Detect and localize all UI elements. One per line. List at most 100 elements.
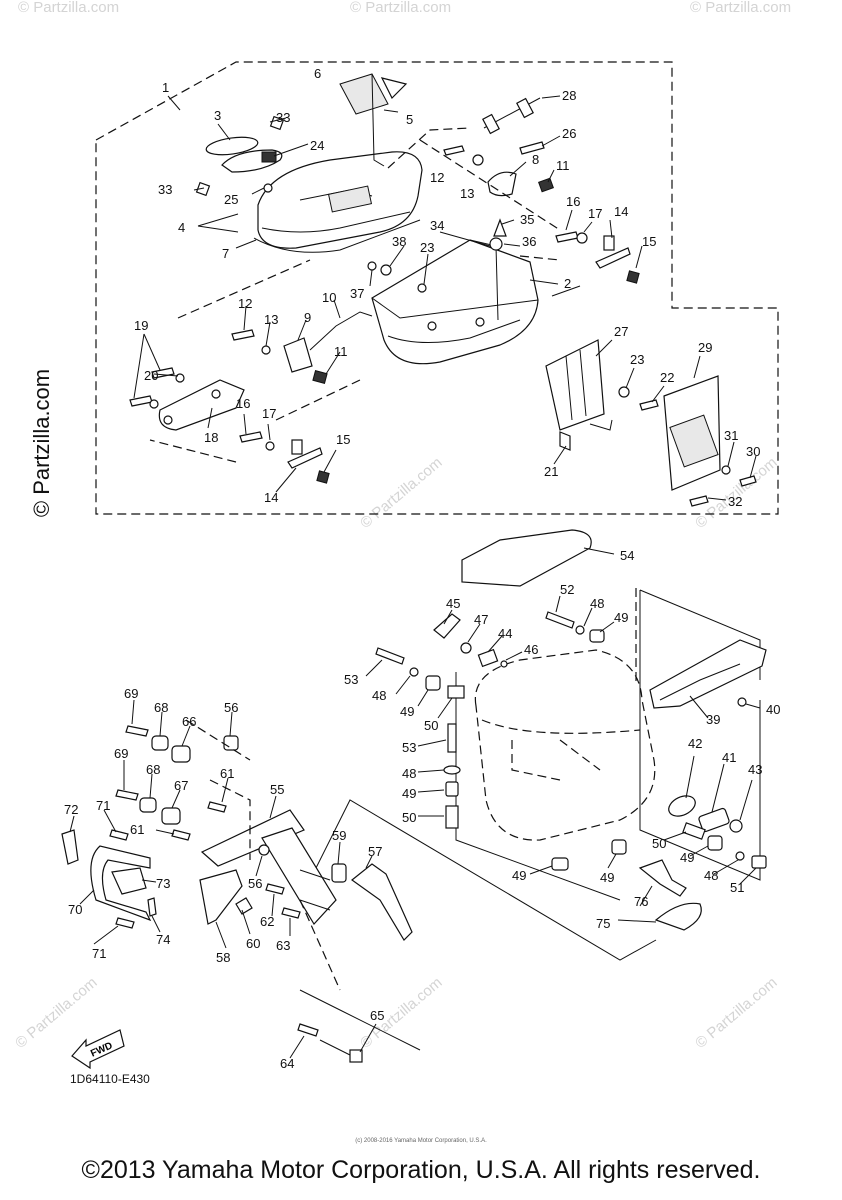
collar	[445, 781, 459, 797]
washer	[409, 667, 419, 677]
stay-tab	[291, 439, 303, 455]
bolt	[555, 231, 579, 243]
bolt	[265, 883, 285, 895]
liner-pad	[461, 529, 592, 587]
callout-51: 51	[730, 880, 744, 895]
callout-67: 67	[174, 778, 188, 793]
stay-bracket	[351, 863, 413, 941]
washer	[258, 844, 270, 856]
callout-30: 30	[746, 444, 760, 459]
callout-26: 26	[562, 126, 576, 141]
callout-31: 31	[724, 428, 738, 443]
callout-39: 39	[706, 712, 720, 727]
bolt-vertical	[447, 723, 457, 753]
bolt	[125, 725, 149, 737]
washer	[149, 399, 159, 409]
callout-60: 60	[246, 936, 260, 951]
callout-71: 71	[96, 798, 110, 813]
callout-45: 45	[446, 596, 460, 611]
decal-sheet	[339, 73, 389, 115]
bracket-tab	[589, 419, 613, 431]
bolt	[151, 367, 175, 379]
upper-assembly	[95, 61, 779, 515]
spacer	[447, 685, 465, 699]
guide-line	[299, 799, 657, 961]
bolt	[235, 897, 253, 915]
watermark-text: © Partzilla.com	[350, 0, 451, 16]
upper-leaders	[133, 95, 757, 501]
callout-20: 20	[144, 368, 158, 383]
washer	[575, 625, 585, 635]
washer	[263, 183, 273, 193]
callout-11: 11	[556, 158, 570, 173]
emblem-badge	[205, 136, 259, 156]
hinge-bracket	[158, 379, 245, 431]
case-bolt	[427, 321, 437, 331]
assembly-boundary	[95, 61, 779, 515]
bolt	[147, 897, 157, 917]
callout-40: 40	[766, 702, 780, 717]
callout-49: 49	[402, 786, 416, 801]
callout-71: 71	[92, 946, 106, 961]
callout-16: 16	[236, 396, 250, 411]
callout-35: 35	[520, 212, 534, 227]
watermark-text: © Partzilla.com	[357, 454, 445, 532]
callout-41: 41	[722, 750, 736, 765]
callout-50: 50	[402, 810, 416, 825]
callout-27: 27	[614, 324, 628, 339]
callout-50: 50	[424, 718, 438, 733]
callout-8: 8	[532, 152, 539, 167]
latch-clip	[477, 648, 499, 668]
callout-69: 69	[124, 686, 138, 701]
clip-nut	[312, 370, 328, 384]
callout-49: 49	[680, 850, 694, 865]
bag-inner	[511, 739, 601, 781]
callout-46: 46	[524, 642, 538, 657]
guide-line	[455, 672, 621, 901]
callout-44: 44	[498, 626, 512, 641]
washer	[175, 373, 185, 383]
hole	[211, 389, 221, 399]
lower-assembly: FWD	[61, 529, 767, 1070]
watermark-text: © Partzilla.com	[690, 0, 791, 16]
callout-23: 23	[420, 240, 434, 255]
collar	[589, 629, 605, 643]
copyright-footer: ©2013 Yamaha Motor Corporation, U.S.A. A…	[81, 1156, 761, 1184]
callout-15: 15	[642, 234, 656, 249]
callout-56: 56	[224, 700, 238, 715]
hinge-end	[482, 113, 500, 135]
rail-plate	[111, 867, 147, 895]
lower-leaders	[69, 547, 761, 1059]
callout-61: 61	[220, 766, 234, 781]
stay-bracket	[287, 447, 323, 469]
decal-small	[380, 77, 408, 100]
collar	[425, 675, 441, 691]
callout-38: 38	[392, 234, 406, 249]
callout-19: 19	[134, 318, 148, 333]
callout-59: 59	[332, 828, 346, 843]
washer	[443, 765, 461, 775]
callout-48: 48	[402, 766, 416, 781]
case-bolt	[475, 317, 485, 327]
rail-clip	[61, 829, 79, 865]
callout-70: 70	[68, 902, 82, 917]
lid-edge	[261, 211, 411, 233]
bolt	[115, 789, 139, 801]
callout-34: 34	[430, 218, 444, 233]
hole	[163, 415, 173, 425]
callout-12: 12	[238, 296, 252, 311]
stay-tab	[603, 235, 615, 251]
collar	[223, 735, 239, 751]
rubber-damper	[171, 745, 191, 763]
callout-50: 50	[652, 836, 666, 851]
callout-33: 33	[276, 110, 290, 125]
rail-slot	[659, 663, 741, 701]
bolt	[129, 395, 153, 407]
callout-37: 37	[350, 286, 364, 301]
callout-21: 21	[544, 464, 558, 479]
callout-73: 73	[156, 876, 170, 891]
stay-bracket	[595, 247, 631, 269]
nut	[349, 1049, 363, 1063]
callout-29: 29	[698, 340, 712, 355]
